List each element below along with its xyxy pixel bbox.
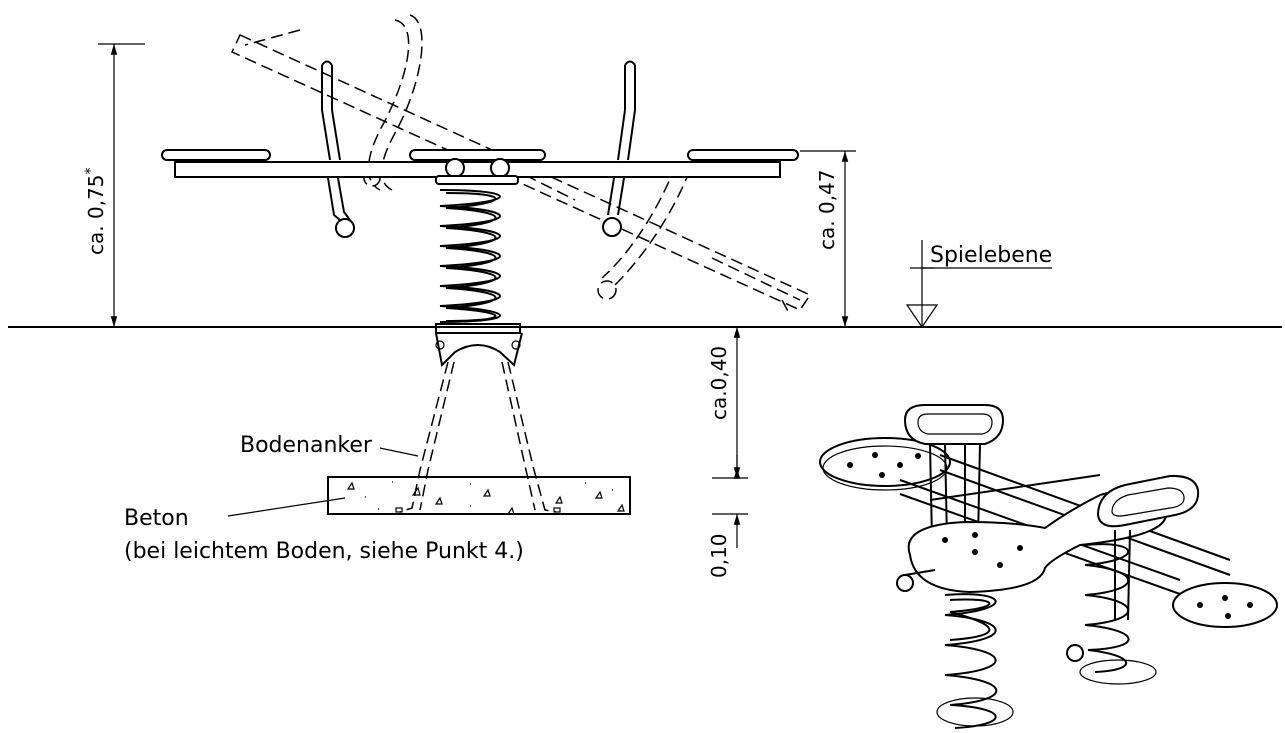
bodenanker-leader bbox=[379, 447, 419, 457]
handles bbox=[321, 60, 636, 238]
dim-text-total: ca. 0,75* bbox=[83, 168, 108, 256]
anchor-base bbox=[399, 332, 557, 513]
dim-text-concrete: 0,10 bbox=[707, 533, 731, 578]
label-bodenanker: Bodenanker bbox=[240, 433, 373, 458]
isometric-view bbox=[819, 404, 1278, 729]
spring bbox=[435, 189, 521, 334]
beton-leader bbox=[227, 497, 346, 517]
level-symbol bbox=[905, 240, 1052, 329]
label-beton: Beton bbox=[124, 506, 189, 531]
dim-text-anchor: ca.0,40 bbox=[707, 346, 731, 420]
label-beton-note: (bei leichtem Boden, siehe Punkt 4.) bbox=[124, 539, 524, 564]
dim-seat-height bbox=[800, 150, 856, 327]
concrete-block bbox=[327, 476, 631, 515]
label-spielebene: Spielebene bbox=[930, 243, 1052, 268]
seesaw-beam bbox=[161, 149, 799, 185]
dim-text-seat: ca. 0,47 bbox=[815, 170, 839, 251]
dim-anchor-depth bbox=[712, 327, 748, 548]
dim-total-height bbox=[98, 43, 145, 327]
